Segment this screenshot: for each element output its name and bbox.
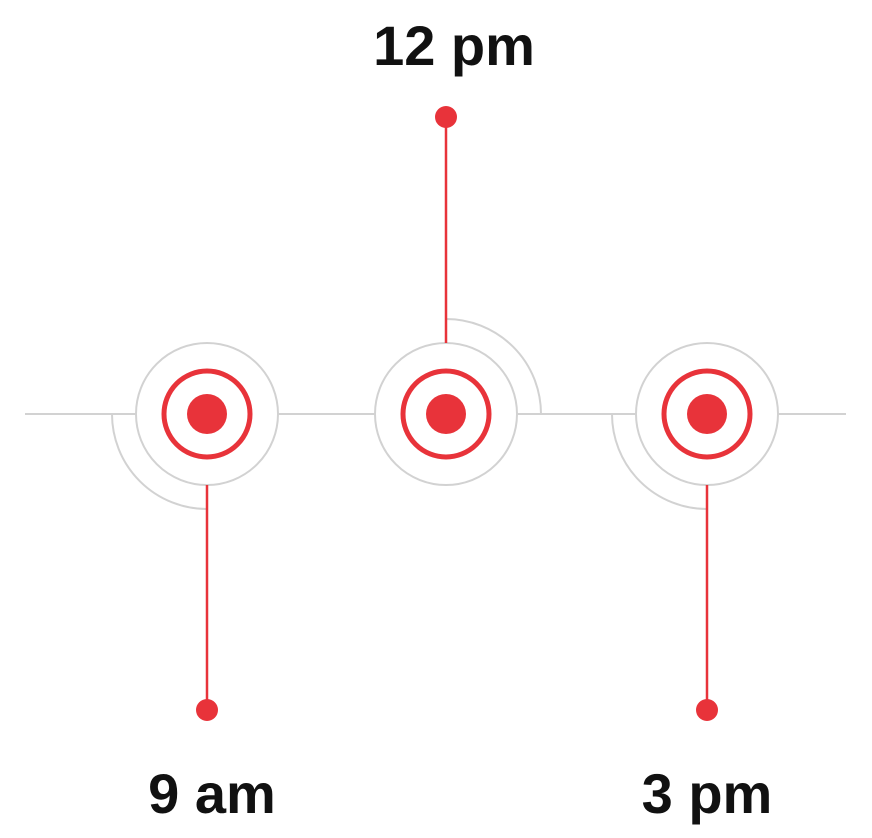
marker-dot-3pm [687,394,727,434]
time-label-12pm: 12 pm [373,14,535,77]
marker-ring-9am [161,368,253,460]
marker-ring-3pm [661,368,753,460]
arc-3pm [611,413,708,510]
marker-dot-12pm [426,394,466,434]
time-label-3pm: 3 pm [641,762,773,825]
arc-9am [111,413,208,510]
arc-12pm [445,318,542,415]
time-label-9am: 9 am [148,762,276,825]
stem-dot-9am [196,699,218,721]
stem-dot-3pm [696,699,718,721]
marker-dot-9am [187,394,227,434]
marker-ring-12pm [400,368,492,460]
stem-dot-12pm [435,106,457,128]
